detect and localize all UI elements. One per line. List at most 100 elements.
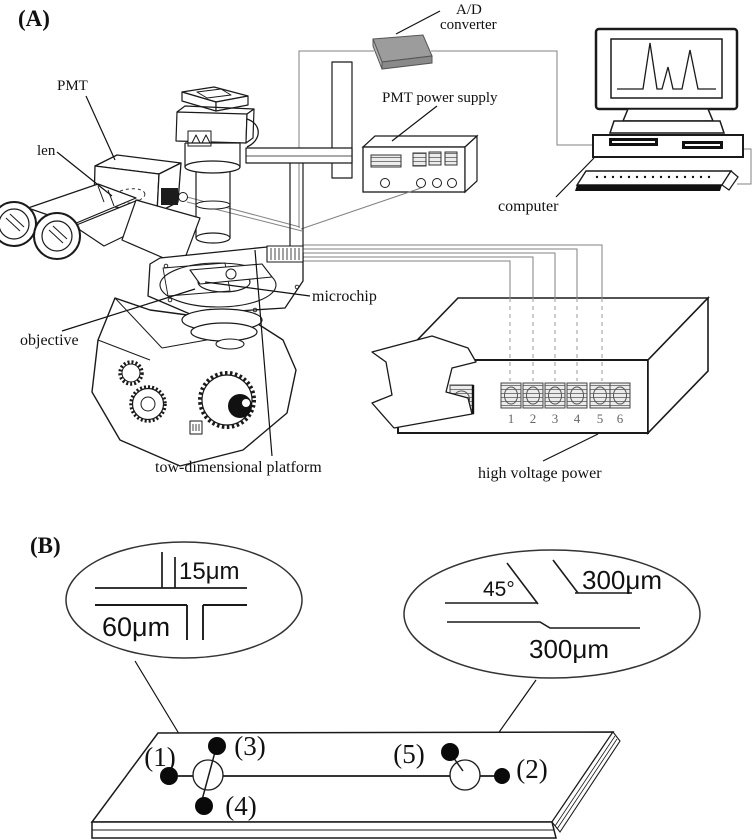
electrode-wire-2 xyxy=(303,256,534,298)
reservoir-3-label: (3) xyxy=(234,731,265,761)
reservoir-2-label: (2) xyxy=(516,754,547,784)
reservoir-5-dot xyxy=(441,743,459,761)
ad-converter-board xyxy=(372,34,433,70)
hv-channel-numbers: 1 2 3 4 5 6 xyxy=(508,411,624,426)
length-300um-bottom: 300μm xyxy=(529,634,609,664)
electrode-block xyxy=(266,245,304,263)
electrode-wire-1 xyxy=(303,260,511,298)
microscope-body xyxy=(91,297,297,467)
reservoir-4-dot xyxy=(195,797,213,815)
drive-bay-1-slot xyxy=(612,141,655,143)
hv-leader-line xyxy=(542,433,599,462)
pmt-leader-line xyxy=(85,95,116,161)
channel-width-15um: 15μm xyxy=(179,558,240,585)
cross-junction-circle xyxy=(192,759,224,791)
angle-45: 45° xyxy=(483,578,515,601)
pmt-label: PMT xyxy=(57,78,88,94)
reservoir-1-label: (1) xyxy=(144,742,175,772)
ps-knob-2 xyxy=(416,178,426,188)
ps-top-face xyxy=(361,135,479,148)
ps-knob-3 xyxy=(432,178,442,188)
stage-support-foot xyxy=(371,335,477,429)
ps-switch-3 xyxy=(444,151,458,166)
cross-junction-detail: 15μm 60μm xyxy=(65,541,303,753)
computer-keyboard-wire xyxy=(737,148,752,185)
objective-label: objective xyxy=(20,332,79,349)
hv-channel-3: 3 xyxy=(552,411,559,426)
panel-a-annotations: (A) PMT len objective microchip tow-dime… xyxy=(18,2,602,482)
microchip-on-stage xyxy=(189,263,273,285)
ad-label-line1: A/D xyxy=(456,2,482,18)
panel-b: (B) 15μm 60μm 45° 300μm 300μm xyxy=(30,533,701,839)
hv-output-connectors xyxy=(500,382,631,409)
ps-label: PMT power supply xyxy=(382,90,498,106)
keyboard xyxy=(575,170,739,191)
warning-label xyxy=(187,130,212,147)
illuminator-tower xyxy=(175,86,259,244)
microchip-schematic: (1) (2) (3) (4) (5) xyxy=(90,731,621,839)
reservoir-4-label: (4) xyxy=(225,791,256,821)
channel-width-60um: 60μm xyxy=(102,612,170,642)
reservoir-5-label: (5) xyxy=(393,739,424,769)
monitor-stand-neck xyxy=(621,108,715,122)
hv-box-right-face xyxy=(647,296,709,435)
hv-label: high voltage power xyxy=(478,465,602,482)
hv-channel-2: 2 xyxy=(530,411,537,426)
computer-workstation xyxy=(575,27,744,191)
hv-channel-5: 5 xyxy=(597,411,604,426)
electrode-wire-4 xyxy=(303,248,578,298)
objective-leader-line xyxy=(61,288,196,332)
ad-leader-line xyxy=(395,10,441,35)
len-leader-line xyxy=(56,151,113,197)
electrode-wire-5 xyxy=(303,244,603,298)
pmt-connector-knob xyxy=(161,188,178,205)
ps-switch-1 xyxy=(412,152,427,167)
platform-label: tow-dimensional platform xyxy=(155,459,322,476)
monitor-stand-base xyxy=(608,120,726,134)
wide-channel-walls xyxy=(186,605,204,640)
inverted-microscope xyxy=(0,61,477,467)
objective-lens xyxy=(215,338,245,350)
electrode-wires xyxy=(303,244,603,381)
microchip-label: microchip xyxy=(312,288,377,305)
angle-junction-detail: 45° 300μm 300μm xyxy=(403,549,701,753)
ps-knob-1 xyxy=(380,178,390,188)
electropherogram-peaks xyxy=(617,42,716,90)
hv-channel-6: 6 xyxy=(617,411,624,426)
ps-leader-line xyxy=(391,105,438,142)
ps-right-face xyxy=(464,134,478,194)
narrow-channel-walls xyxy=(161,552,176,588)
computer-leader-line xyxy=(555,157,595,198)
length-300um-top: 300μm xyxy=(582,565,662,595)
detail-bubble-right xyxy=(403,549,701,679)
len-label: len xyxy=(37,143,56,159)
drive-bay-2-slot xyxy=(685,144,720,146)
reservoir-3-dot xyxy=(208,737,226,755)
ad-board-left xyxy=(372,38,383,70)
panel-b-label: (B) xyxy=(30,533,61,558)
pmt-power-supply-unit xyxy=(361,134,479,194)
reservoir-2-dot xyxy=(494,768,510,784)
platform-leader-line xyxy=(254,249,273,457)
signal-wires xyxy=(186,50,752,232)
microscope-stage xyxy=(147,245,304,315)
keyboard-keys xyxy=(595,175,711,179)
hv-channel-4: 4 xyxy=(574,411,581,426)
ps-knob-4 xyxy=(447,178,457,188)
ps-switch-2 xyxy=(428,151,442,166)
tower-handle xyxy=(246,118,259,148)
ad-to-computer-wire xyxy=(431,50,592,146)
angle-junction-circle xyxy=(449,759,481,791)
chip-right-edge xyxy=(551,731,621,833)
electrode-wire-3 xyxy=(303,252,556,298)
top-arm-rail xyxy=(245,147,353,164)
microchip-leader-line xyxy=(204,281,311,297)
reservoir-1-dot xyxy=(160,767,178,785)
monitor-screen xyxy=(610,38,723,99)
ad-label-line2: converter xyxy=(440,17,497,33)
computer-label: computer xyxy=(498,198,559,215)
hv-channel-1: 1 xyxy=(508,411,515,426)
binocular-eyepieces xyxy=(0,183,201,267)
